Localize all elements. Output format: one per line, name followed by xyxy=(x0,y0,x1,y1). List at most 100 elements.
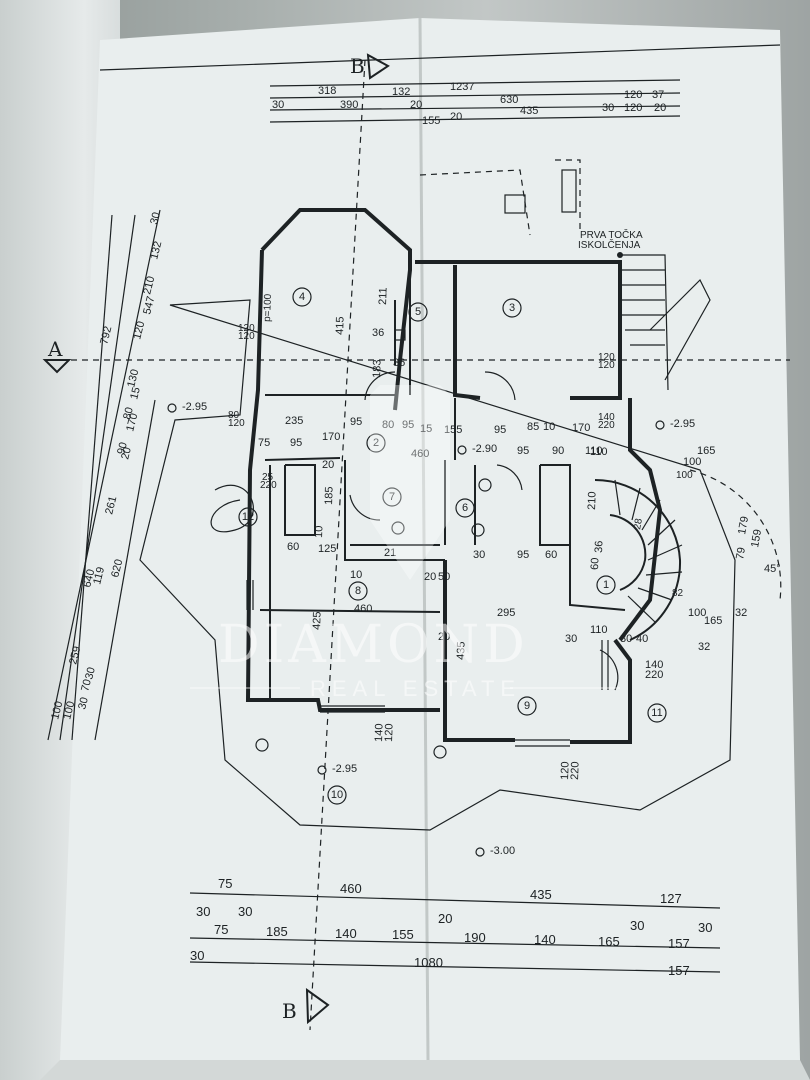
level-1: -2.95 xyxy=(182,401,207,413)
level-5: -3.00 xyxy=(490,845,515,857)
room-4: 4 xyxy=(299,291,305,303)
svg-text:159: 159 xyxy=(749,528,764,548)
section-mark-top: B xyxy=(350,54,365,78)
section-arrow-left xyxy=(42,359,72,374)
room-5: 5 xyxy=(415,306,421,318)
bottom-dimension-lines xyxy=(189,892,721,973)
svg-text:185: 185 xyxy=(323,486,336,505)
top-dim-20c: 20 xyxy=(654,102,666,114)
svg-text:120: 120 xyxy=(598,360,615,371)
svg-text:425: 425 xyxy=(311,611,324,630)
bottom-dim-190: 190 xyxy=(464,930,486,945)
top-dim-120b: 120 xyxy=(624,102,642,114)
svg-text:220: 220 xyxy=(598,420,615,431)
setting-out-point xyxy=(617,252,623,258)
watermark: DIAMOND REAL ESTATE xyxy=(190,385,620,701)
svg-text:20: 20 xyxy=(438,631,450,643)
upper-terrace-dash xyxy=(419,169,531,236)
top-dim-20a: 20 xyxy=(410,99,422,111)
top-dim-132: 132 xyxy=(392,86,410,98)
bottom-dim-157b: 157 xyxy=(668,963,690,978)
chimney-dash xyxy=(555,159,581,230)
svg-text:95: 95 xyxy=(350,416,362,428)
top-dim-390: 390 xyxy=(340,99,358,111)
fold-line xyxy=(418,17,430,1061)
top-dim-120a: 120 xyxy=(624,89,642,101)
left-dim-15: 15 xyxy=(128,386,143,401)
top-dimension-lines xyxy=(269,79,681,123)
svg-text:60: 60 xyxy=(545,549,557,561)
room-12: 12 xyxy=(242,511,254,523)
setting-out-note-1: PRVA TOČKA xyxy=(580,228,643,241)
left-dim-132: 132 xyxy=(148,240,164,261)
bottom-dim-140b: 140 xyxy=(534,932,556,947)
svg-text:120: 120 xyxy=(238,323,255,334)
left-dim-640: 640 xyxy=(81,568,97,589)
left-dim-130: 130 xyxy=(125,368,141,389)
svg-text:110: 110 xyxy=(590,624,608,636)
svg-text:435: 435 xyxy=(455,641,468,660)
svg-text:183: 183 xyxy=(371,359,384,378)
top-dim-318: 318 xyxy=(318,85,336,97)
spiral-staircase xyxy=(594,469,782,641)
chimney-square xyxy=(504,194,526,214)
left-dim-100a: 100 xyxy=(49,700,65,721)
left-dim-30: 30 xyxy=(148,211,163,226)
svg-text:32: 32 xyxy=(735,607,747,619)
svg-text:32: 32 xyxy=(698,641,710,653)
bottom-dim-1080: 1080 xyxy=(414,955,443,970)
left-dim-70: 70 xyxy=(79,678,94,693)
svg-text:140: 140 xyxy=(373,723,386,742)
svg-text:30: 30 xyxy=(473,549,485,561)
room-9: 9 xyxy=(524,700,530,712)
toilet-7 xyxy=(391,521,405,535)
room-7: 7 xyxy=(389,491,395,503)
svg-text:90: 90 xyxy=(552,445,564,457)
svg-text:36: 36 xyxy=(372,327,384,339)
terrace-outline xyxy=(139,299,736,831)
svg-text:100: 100 xyxy=(683,456,701,468)
svg-text:165: 165 xyxy=(704,615,722,627)
svg-text:95: 95 xyxy=(494,424,506,436)
bottom-dim-435: 435 xyxy=(530,887,552,902)
svg-text:30: 30 xyxy=(620,633,632,645)
left-dim-80: 80 xyxy=(121,406,136,421)
section-arrow-top xyxy=(366,53,390,80)
svg-text:95: 95 xyxy=(517,445,529,457)
bottom-dim-165: 165 xyxy=(598,934,620,949)
svg-text:460: 460 xyxy=(354,603,372,615)
bottom-dim-127: 127 xyxy=(660,891,682,906)
svg-text:165: 165 xyxy=(697,445,715,457)
bottom-dim-30a: 30 xyxy=(196,904,210,919)
svg-text:125: 125 xyxy=(318,543,336,555)
top-dim-30: 30 xyxy=(272,99,284,111)
inner-dimensions: 415 211 36 183 36 235 95 170 80 95 15 15… xyxy=(228,287,781,780)
building-walls xyxy=(245,208,663,744)
bottom-dim-460: 460 xyxy=(340,881,362,896)
stair-label: p=100 xyxy=(262,293,274,322)
watermark-shield-icon xyxy=(370,385,450,580)
svg-text:120: 120 xyxy=(383,723,396,742)
svg-text:110: 110 xyxy=(590,446,608,458)
toilet-6 xyxy=(478,478,492,492)
left-dim-120: 120 xyxy=(131,320,147,341)
svg-text:120: 120 xyxy=(228,418,245,429)
svg-text:45°: 45° xyxy=(764,563,781,575)
top-dim-1237: 1237 xyxy=(450,81,474,93)
svg-text:75: 75 xyxy=(258,437,270,449)
svg-text:95: 95 xyxy=(517,549,529,561)
room-10: 10 xyxy=(331,789,343,801)
svg-text:110: 110 xyxy=(585,445,603,457)
svg-text:95: 95 xyxy=(402,419,414,431)
top-dim-20b: 20 xyxy=(450,111,462,123)
svg-text:235: 235 xyxy=(285,415,303,427)
top-dim-155: 155 xyxy=(422,115,440,127)
svg-text:10: 10 xyxy=(313,525,325,538)
top-dim-630: 630 xyxy=(500,94,518,106)
room-6: 6 xyxy=(462,502,468,514)
svg-text:85: 85 xyxy=(527,421,539,433)
setting-out-note-2: ISKOLČENJA xyxy=(578,238,641,251)
svg-text:120: 120 xyxy=(238,331,255,342)
svg-text:170: 170 xyxy=(322,431,340,443)
sink-6 xyxy=(471,523,485,537)
